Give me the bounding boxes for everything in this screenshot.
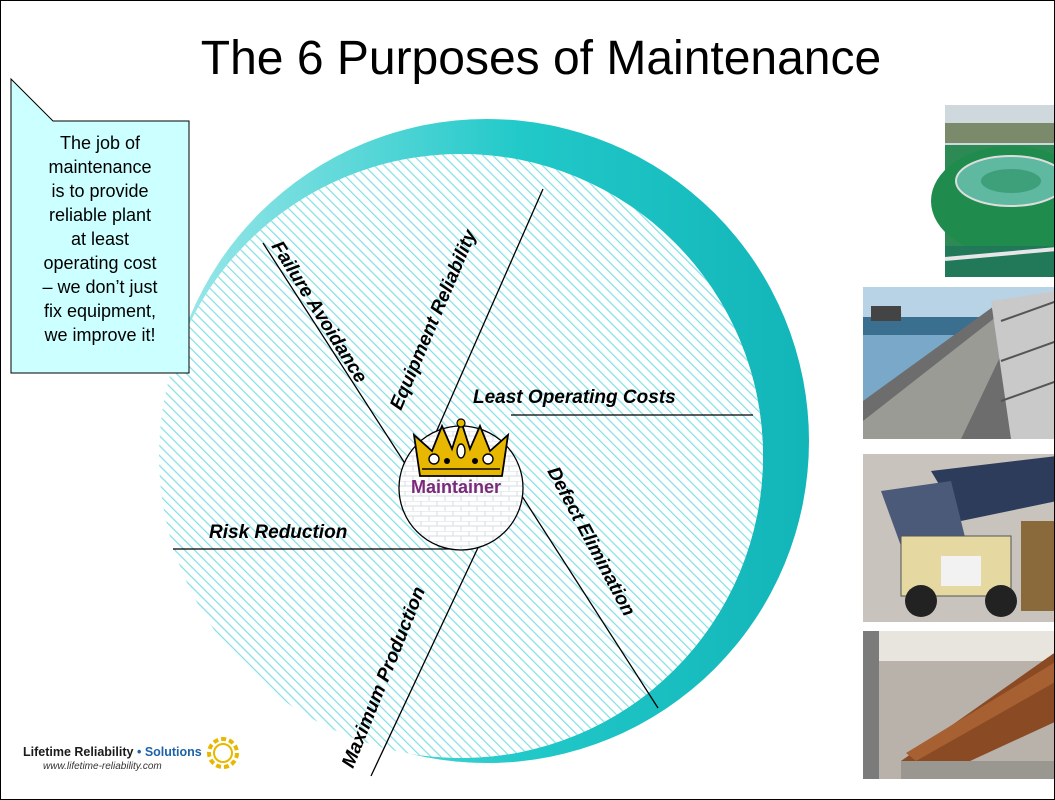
callout-line: we improve it! — [44, 325, 156, 345]
callout-line: reliable plant — [48, 205, 152, 225]
callout-text: The job of maintenance is to provide rel… — [11, 131, 189, 347]
divider-lines — [173, 188, 753, 777]
water-treatment-tank-photo — [931, 105, 1054, 277]
logo-url: www.lifetime-reliability.com — [43, 761, 162, 772]
logo-name-part1: Lifetime Reliability — [23, 745, 134, 759]
page-title: The 6 Purposes of Maintenance — [200, 32, 882, 85]
company-logo: Lifetime Reliability • Solutions www.lif… — [23, 739, 243, 779]
logo-separator: • — [136, 745, 142, 759]
conveyor-belt-photo — [863, 287, 1054, 439]
callout-line: maintenance — [48, 157, 152, 177]
maintainer-label: Maintainer — [411, 477, 501, 497]
crown-icon — [412, 418, 510, 477]
callout-line: at least — [70, 229, 130, 249]
segment-label-risk-reduction: Risk Reduction — [209, 522, 347, 543]
segment-label-least-operating-costs: Least Operating Costs — [473, 387, 676, 408]
mining-truck-loading-photo — [863, 454, 1054, 622]
logo-name: Lifetime Reliability • Solutions — [23, 745, 202, 759]
callout-line: operating cost — [43, 253, 157, 273]
logo-name-part2: Solutions — [144, 745, 202, 759]
rotary-kiln-photo — [863, 631, 1054, 779]
gear-icon — [207, 737, 239, 769]
callout-line: – we don’t just — [42, 277, 158, 297]
callout-box — [10, 77, 190, 374]
callout-line: is to provide — [51, 181, 149, 201]
callout-line: fix equipment, — [43, 301, 157, 321]
callout-line: The job of — [59, 133, 141, 153]
